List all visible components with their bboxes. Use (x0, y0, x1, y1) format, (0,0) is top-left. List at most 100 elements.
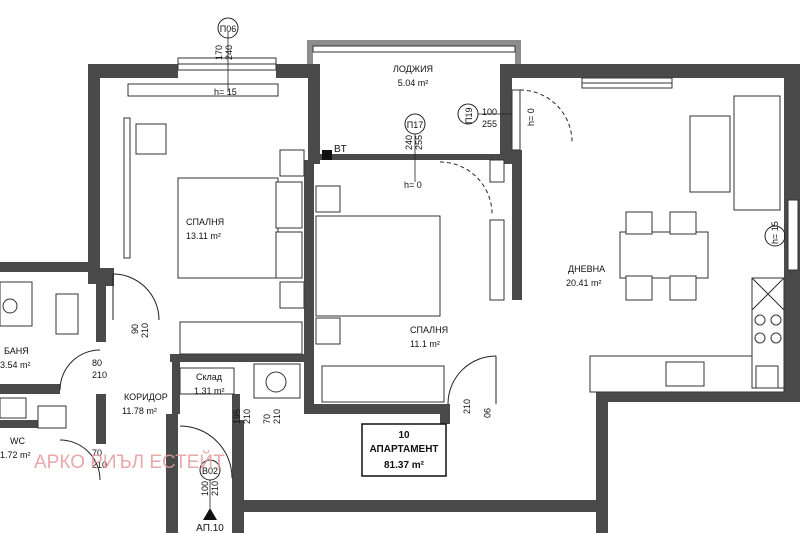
tag-p19-code: П19 (464, 108, 474, 124)
wall-bottom (244, 500, 596, 512)
hob-3 (754, 332, 766, 344)
wall-bedroom2-bottom (304, 404, 440, 414)
room-loggia-area: 5.04 m² (398, 78, 429, 88)
wall-living-stub (440, 404, 450, 424)
tag-p19-d1: 100 (482, 107, 497, 117)
nightstand-1c (279, 149, 305, 177)
room-bath-area: 3.54 m² (0, 360, 31, 370)
wall-wc-top (0, 420, 60, 428)
loggia-glazing (312, 45, 516, 53)
room-bath-name: БАНЯ (4, 346, 29, 356)
dim-storage-b-bottom: 210 (272, 409, 282, 424)
dining-chair-3 (625, 275, 653, 301)
nightstand-2b (315, 317, 341, 345)
loggia-parapet (307, 40, 521, 46)
kitchen-sink (665, 361, 705, 387)
door-wc (59, 439, 101, 481)
door-bath (59, 349, 101, 391)
bed-bedroom1 (177, 177, 279, 279)
wall-loggia-bottom (318, 154, 510, 160)
window-p19 (511, 89, 521, 151)
wall-top-living (500, 64, 800, 78)
room-living-name: ДНЕВНА (568, 264, 605, 274)
tag-lines (199, 17, 786, 520)
tag-p06-d1: 240 (224, 45, 234, 60)
dim-entry-bottom: 210 (210, 481, 220, 496)
dim-storage-b-top: 70 (262, 414, 272, 424)
dim-bedroom2-top: 90 (482, 408, 492, 418)
watermark: АРКО РИЪЛ ЕСТЕЙТ (34, 451, 225, 473)
oven (755, 365, 779, 389)
wall-storage-mid (232, 394, 240, 420)
wall-entry-right (232, 420, 244, 533)
wc-sink (37, 405, 67, 429)
wardrobe-bedroom1 (127, 83, 279, 97)
storage-shelf (179, 367, 235, 395)
tag-right-h: h= 15 (770, 221, 780, 244)
room-loggia-name: ЛОДЖИЯ (393, 64, 433, 74)
room-living-area: 20.41 m² (566, 278, 602, 288)
apartment-number: 10 (398, 430, 410, 441)
door-loggia (439, 161, 493, 215)
desk-chair (135, 123, 167, 155)
bt-column (322, 150, 332, 160)
shelf-bedroom2 (489, 219, 505, 301)
nightstand-1a (275, 181, 303, 229)
wall-top-left (88, 64, 178, 78)
coffee-table (689, 115, 731, 193)
windows (177, 45, 799, 271)
room-wc-area: 1.72 m² (0, 450, 31, 460)
tag-p19-h: h= 0 (526, 108, 536, 126)
apartment-title: АПАРТАМЕНТ (369, 444, 438, 455)
dim-bedroom1-top: 90 (130, 324, 140, 334)
shelf-bedroom1 (123, 117, 131, 259)
tag-p17-d1: 240 (404, 135, 414, 150)
dining-table (619, 231, 709, 279)
entry-label: АП.10 (196, 523, 224, 533)
wall-wc-right (96, 394, 106, 444)
apartment-box (361, 423, 447, 477)
room-bedroom2-name: СПАЛНЯ (410, 325, 448, 335)
dim-wc-top: 70 (92, 448, 102, 458)
furniture (0, 83, 785, 429)
dim-wc-bottom: 210 (92, 460, 107, 470)
loggia-left-post (307, 40, 313, 64)
wall-bath-top (0, 262, 100, 272)
wall-entry-left (166, 414, 178, 533)
hob-1 (754, 314, 766, 326)
hob-2 (770, 314, 782, 326)
loggia-right-post (515, 40, 521, 64)
hob-4 (770, 332, 782, 344)
entry-code: В02 (202, 466, 218, 476)
nightstand-2a (315, 185, 341, 213)
door-entry (179, 425, 233, 479)
dim-storage-a-top: 195 (232, 409, 242, 424)
room-wc-name: WC (10, 436, 25, 446)
wall-storage-left (172, 362, 180, 414)
wall-bath-bottom (0, 384, 60, 394)
tag-p06-code: П06 (220, 24, 236, 34)
wall-bedroom2-living (512, 150, 522, 300)
nightstand-1b (275, 231, 303, 279)
tag-p06-h: h= 15 (214, 87, 237, 97)
room-corridor-area: 11.78 m² (122, 406, 157, 416)
dining-chair-4 (669, 275, 697, 301)
tag-p17-d2: 255 (414, 135, 424, 150)
door-bedroom2 (447, 355, 497, 405)
tag-p17-code: П17 (407, 120, 423, 130)
tag-p06-d2: 170 (214, 45, 224, 60)
wall-right-lower (596, 388, 608, 533)
wardrobe-bedroom2 (321, 365, 445, 403)
toilet-bath (55, 293, 79, 335)
room-storage-name: Склад (196, 372, 223, 382)
dim-entry-top: 100 (200, 481, 210, 496)
wall-bedroom-partition (304, 160, 314, 410)
sofa (733, 95, 781, 211)
wall-left-bedroom (88, 64, 100, 284)
room-bedroom2-area: 11.1 m² (410, 339, 440, 349)
room-bedroom1-area: 13.11 m² (186, 231, 221, 241)
dining-chair-1 (625, 211, 653, 235)
door-living-balcony (519, 89, 573, 143)
dim-bath-bottom: 210 (92, 370, 107, 380)
